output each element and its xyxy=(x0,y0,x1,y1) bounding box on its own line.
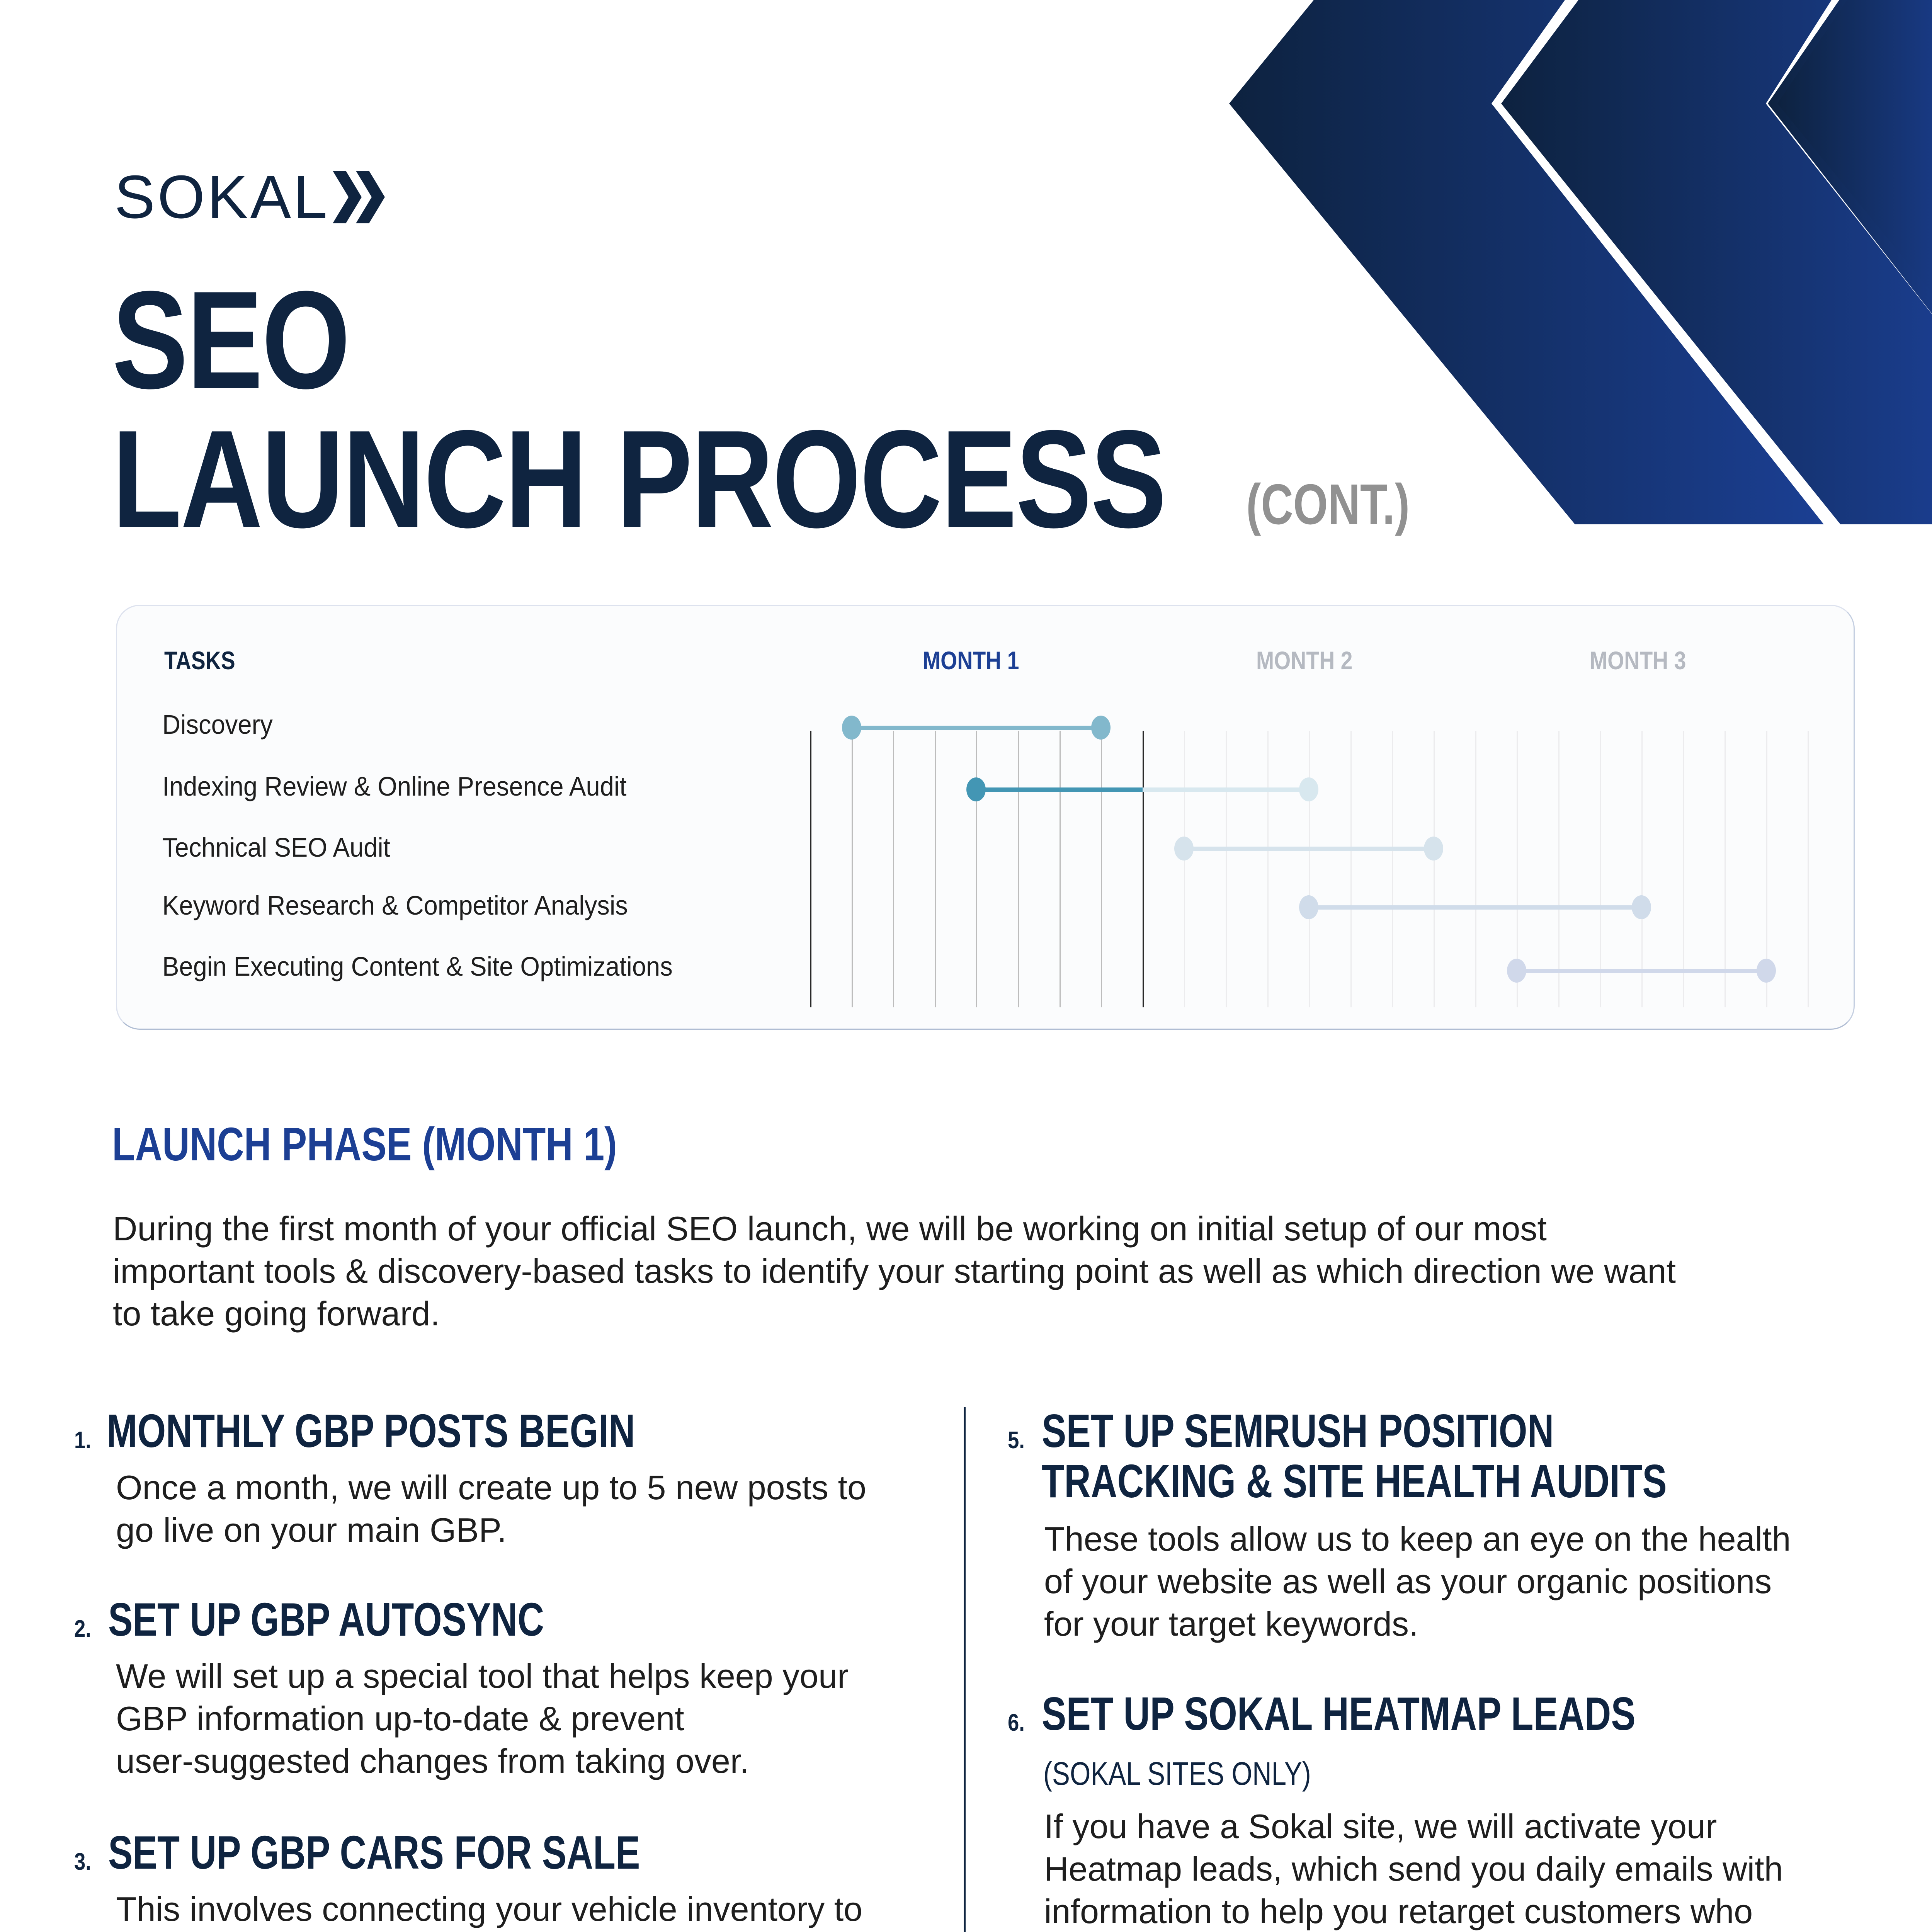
grid-line xyxy=(1725,731,1726,1007)
item-1-number: 1. xyxy=(74,1427,91,1454)
task-end-dot xyxy=(1756,959,1776,983)
grid-line xyxy=(810,731,811,1007)
intro-line: important tools & discovery-based tasks … xyxy=(113,1252,1676,1290)
task-start-dot xyxy=(966,777,986,801)
task-label-keyword: Keyword Research & Competitor Analysis xyxy=(162,890,628,920)
grid-line xyxy=(1558,731,1560,1007)
grid-line xyxy=(1267,731,1269,1007)
double-chevron-right-icon xyxy=(332,171,385,223)
grid-line xyxy=(1392,731,1393,1007)
grid-line xyxy=(1226,731,1227,1007)
grid-line xyxy=(1059,731,1061,1007)
chevron-shape-2 xyxy=(1501,0,1932,524)
title-continued-label: (CONT.) xyxy=(1246,473,1410,536)
timeline-card xyxy=(116,605,1855,1030)
grid-line xyxy=(1309,731,1310,1007)
task-start-dot xyxy=(1299,895,1319,919)
header-chevron-graphic xyxy=(1229,0,1932,524)
task-end-dot xyxy=(1424,837,1443,861)
item-6-subheading: (SOKAL SITES ONLY) xyxy=(1043,1755,1311,1792)
task-start-dot xyxy=(1507,959,1527,983)
chevron-shape-1 xyxy=(1229,0,1824,524)
month-2-header: MONTH 2 xyxy=(1256,646,1353,675)
item-6-number: 6. xyxy=(1008,1709,1025,1736)
grid-line xyxy=(1517,731,1518,1007)
section-intro: During the first month of your official … xyxy=(113,1208,1852,1335)
grid-line xyxy=(1350,731,1352,1007)
task-label-begin-executing: Begin Executing Content & Site Optimizat… xyxy=(162,951,673,981)
grid-line xyxy=(1434,731,1435,1007)
task-bar-future xyxy=(1142,787,1309,792)
item-6-heading: SET UP SOKAL HEATMAP LEADS xyxy=(1042,1687,1636,1740)
task-label-indexing: Indexing Review & Online Presence Audit xyxy=(162,771,627,801)
grid-line xyxy=(1475,731,1476,1007)
grid-line xyxy=(1142,731,1144,1007)
item-3-heading: SET UP GBP CARS FOR SALE xyxy=(108,1826,640,1879)
intro-line: to take going forward. xyxy=(113,1294,440,1333)
intro-line: During the first month of your official … xyxy=(113,1209,1547,1248)
task-bar xyxy=(976,787,1143,792)
item-2-number: 2. xyxy=(74,1616,91,1642)
grid-line xyxy=(893,731,895,1007)
task-bar xyxy=(1184,847,1434,851)
task-end-dot xyxy=(1632,895,1651,919)
month-3-header: MONTH 3 xyxy=(1590,646,1686,675)
item-5-number: 5. xyxy=(1008,1427,1025,1454)
page-title-line-2: LAUNCH PROCESS xyxy=(112,401,1167,557)
item-2-body: We will set up a special tool that helps… xyxy=(116,1657,849,1780)
grid-line xyxy=(1600,731,1601,1007)
task-start-dot xyxy=(842,716,861,740)
task-label-discovery: Discovery xyxy=(162,709,273,740)
grid-line xyxy=(1808,731,1809,1007)
item-2-heading: SET UP GBP AUTOSYNC xyxy=(108,1593,544,1646)
task-bar xyxy=(1309,905,1641,910)
grid-line xyxy=(1184,731,1185,1007)
task-bar xyxy=(1517,969,1766,973)
page-title-line-1: SEO xyxy=(112,262,350,418)
grid-line xyxy=(976,731,978,1007)
item-6-body: If you have a Sokal site, we will activa… xyxy=(1044,1807,1783,1930)
sokal-logo: SOKAL xyxy=(114,167,391,228)
month-1-header: MONTH 1 xyxy=(923,646,1019,675)
grid-line xyxy=(1683,731,1684,1007)
chevron-shape-3b xyxy=(1777,0,1932,293)
section-title: LAUNCH PHASE (MONTH 1) xyxy=(112,1118,617,1170)
grid-line xyxy=(1766,731,1767,1007)
item-3-number: 3. xyxy=(74,1849,91,1875)
grid-line xyxy=(1641,731,1643,1007)
grid-line xyxy=(1018,731,1019,1007)
task-start-dot xyxy=(1174,837,1194,861)
task-bar xyxy=(851,726,1101,730)
logo-text: SOKAL xyxy=(114,163,330,231)
item-3-body: This involves connecting your vehicle in… xyxy=(116,1890,863,1928)
task-label-technical: Technical SEO Audit xyxy=(162,832,390,862)
grid-line xyxy=(934,731,936,1007)
item-1-body: Once a month, we will create up to 5 new… xyxy=(116,1468,866,1549)
item-5-body: These tools allow us to keep an eye on t… xyxy=(1044,1520,1791,1643)
tasks-column-header: TASKS xyxy=(164,646,235,675)
task-end-dot xyxy=(1299,777,1319,801)
grid-line xyxy=(1101,731,1102,1007)
grid-line xyxy=(851,731,853,1007)
item-1-heading: MONTHLY GBP POSTS BEGIN xyxy=(107,1405,635,1457)
column-divider xyxy=(964,1407,966,1932)
task-end-dot xyxy=(1091,716,1111,740)
